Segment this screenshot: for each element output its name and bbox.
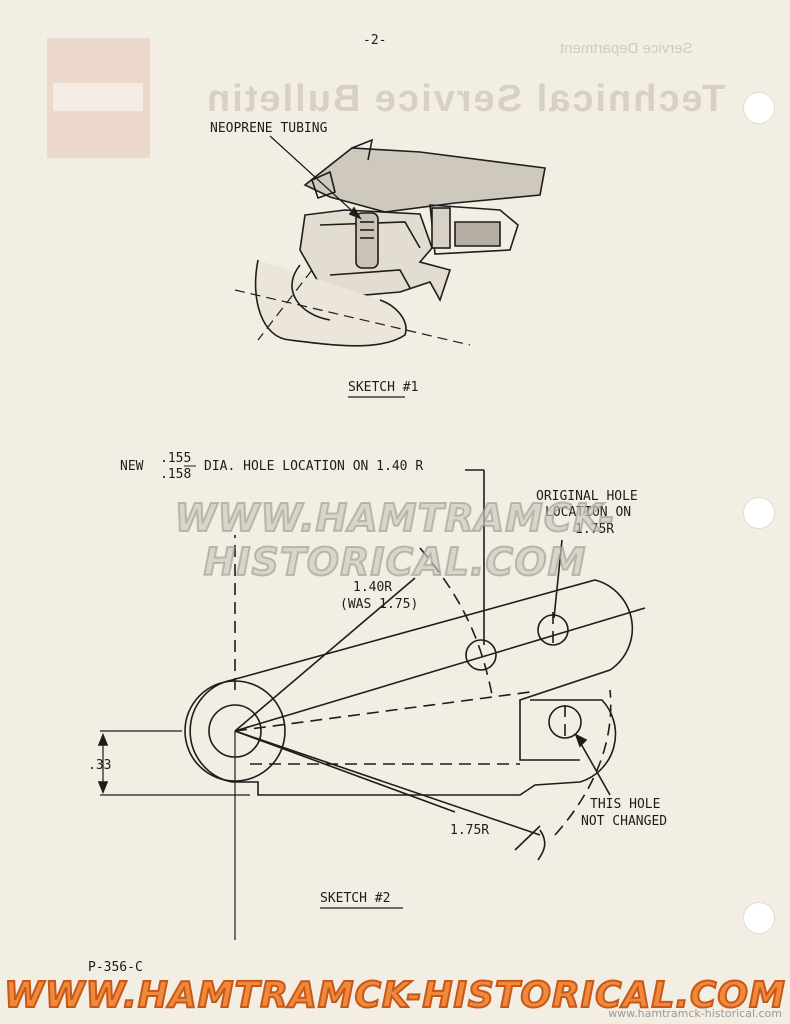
- watermark-bottom: WWW.HAMTRAMCK-HISTORICAL.COM: [3, 974, 786, 1017]
- diameter-fraction-top: .155: [160, 451, 192, 466]
- sketch-1-caption: SKETCH #1: [348, 380, 419, 395]
- radius-was-label: (WAS 1.75): [340, 597, 419, 612]
- unchanged-hole-line-2: NOT CHANGED: [581, 814, 668, 829]
- source-credit: www.hamtramck-historical.com: [608, 1007, 782, 1020]
- watermark-middle: WWW.HAMTRAMCK-HISTORICAL.COM: [174, 495, 616, 585]
- original-hole-line-3: 1.75R: [575, 522, 615, 537]
- binder-hole-middle: [743, 497, 775, 529]
- dimension-33-label: .33: [88, 758, 112, 773]
- page-number: -2-: [363, 33, 387, 48]
- new-hole-prefix: NEW: [120, 459, 144, 474]
- diameter-fraction-bottom: .158: [160, 467, 192, 482]
- original-hole-line-2: LOCATION ON: [545, 505, 632, 520]
- radius-140-label: 1.40R: [353, 580, 393, 595]
- radius-175-label: 1.75R: [450, 823, 490, 838]
- unchanged-hole-line-1: THIS HOLE: [590, 797, 661, 812]
- sketch-2-caption: SKETCH #2: [320, 891, 391, 906]
- binder-hole-top: [743, 92, 775, 124]
- original-hole-line-1: ORIGINAL HOLE: [536, 489, 638, 504]
- binder-hole-bottom: [743, 902, 775, 934]
- new-hole-note: DIA. HOLE LOCATION ON 1.40 R: [204, 459, 424, 474]
- form-number: P-356-C: [88, 960, 143, 975]
- dodge-logo-bleed: [47, 38, 150, 158]
- neoprene-tubing-label: NEOPRENE TUBING: [210, 121, 328, 136]
